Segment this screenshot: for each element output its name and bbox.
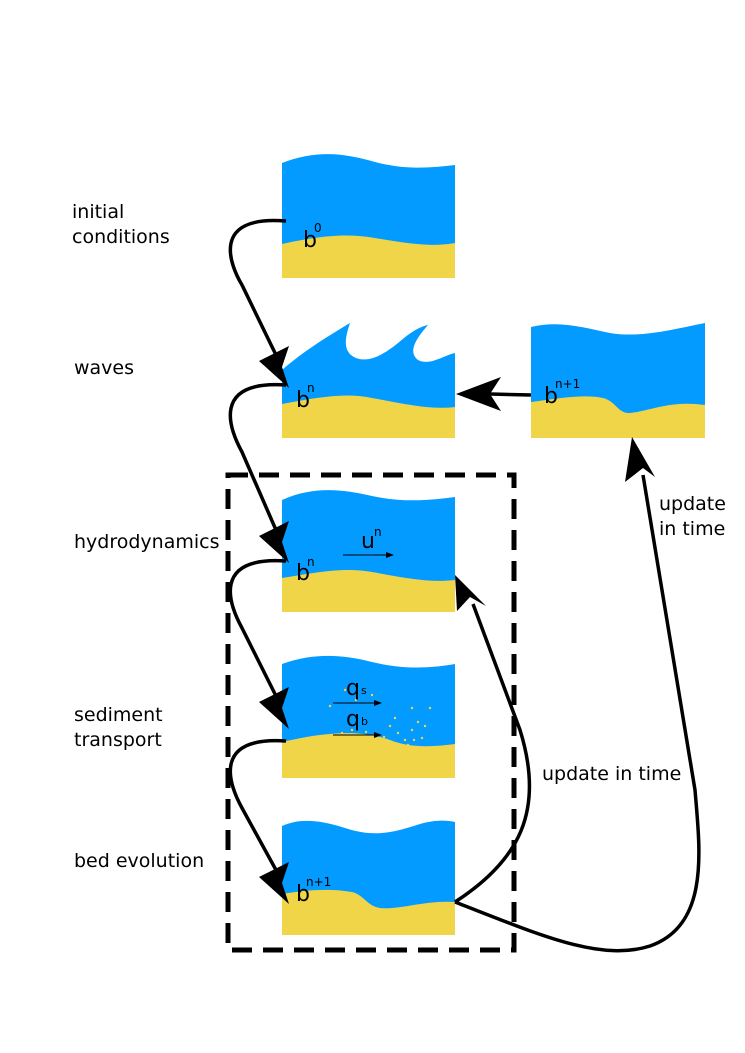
sand-bed [282,235,455,278]
label-waves: waves [74,357,134,379]
panel-hydrodynamics: b n u n [282,490,455,612]
flow-arrowhead-next-to-waves [456,377,501,411]
flow-arrowhead-sediment-to-bed [259,862,289,904]
sand-bed [282,395,455,438]
sediment-grain [412,738,416,742]
sediment-grain [384,740,388,744]
bed-load-symbol: q [346,707,360,732]
flow-arrowhead-update-inner [455,575,486,611]
panel-waves: b n [282,323,455,438]
sand-bed [282,569,455,612]
flow-arrow-sediment-to-bed [228,739,287,871]
panel-initial-conditions: b 0 [282,154,455,278]
sediment-grain [406,743,410,747]
label-update-in-time-inner: update in time [542,763,681,785]
sediment-grain [354,698,358,702]
bed-symbol: b [303,228,317,253]
velocity-superscript-n: n [374,525,382,539]
sand-bed [282,733,455,778]
sediment-grain [340,731,344,735]
flow-arrowhead-initial-to-waves [259,346,289,388]
panel-bed-evolution: b n+1 [282,820,455,935]
label-initial-conditions-line1: initial [72,201,124,223]
sand-bed [531,396,705,438]
sediment-grain [388,724,392,728]
label-bed-evolution: bed evolution [74,850,204,872]
sediment-grain [423,724,427,728]
sediment-grain [364,730,368,734]
velocity-symbol: u [361,529,375,554]
label-initial-conditions-line2: conditions [72,226,170,248]
morphodynamic-loop-box [225,472,517,953]
bed-superscript-0: 0 [314,221,322,235]
suspended-load-subscript: s [361,684,367,697]
sediment-grain [428,706,432,710]
sediment-grain [403,738,407,742]
sediment-grain [382,735,386,739]
flow-arrowhead-hydro-to-sediment [259,687,289,729]
sediment-grain [376,736,380,740]
label-update-in-time-outer-line2: in time [659,518,725,540]
sediment-grain [414,745,418,749]
bed-superscript-n1: n+1 [306,875,331,889]
flow-arrows [228,218,701,953]
label-update-in-time-outer-line1: update [659,493,726,515]
label-hydrodynamics: hydrodynamics [74,531,220,553]
flow-arrow-next-to-waves [489,392,532,397]
sediment-grain [410,728,414,732]
sediment-grain [328,704,332,708]
bed-superscript-n: n [307,381,315,395]
sediment-grain [393,743,397,747]
bed-superscript-n: n [307,555,315,569]
sediment-grain [370,693,374,697]
sediment-grain [416,720,420,724]
flow-arrow-hydro-to-sediment [228,559,287,697]
flow-arrowhead-waves-to-hydro [259,521,289,563]
velocity-arrow-head [386,552,394,558]
sediment-grain [393,716,397,720]
sediment-grain [396,731,400,735]
suspended-load-arrow-head [374,700,382,706]
sediment-grain [350,728,354,732]
suspended-grains [320,688,432,749]
bed-symbol: b [544,384,558,409]
flow-arrow-initial-to-waves [228,218,287,356]
sediment-grain [410,706,414,710]
flow-arrow-waves-to-hydro [228,383,287,531]
panel-sediment-transport: q s q b [282,655,455,778]
sediment-grain [420,736,424,740]
bed-load-subscript: b [361,715,368,728]
sediment-grain [320,737,324,741]
bed-symbol: b [296,561,310,586]
label-sediment-transport-line2: transport [74,729,162,751]
bed-symbol: b [296,882,310,907]
bed-load-arrow-head [374,732,382,738]
sediment-grain [325,735,329,739]
flow-arrow-update-outer [454,474,701,953]
sediment-grain [371,739,375,743]
bed-superscript-n1: n+1 [555,377,580,391]
label-sediment-transport-line1: sediment [74,704,163,726]
sand-bed [282,889,455,935]
sediment-grain [343,688,347,692]
flow-arrow-update-inner [454,603,532,904]
panel-next-bed: b n+1 [531,323,705,438]
flow-arrowhead-update-outer [625,437,655,482]
bed-symbol: b [296,388,310,413]
suspended-load-symbol: q [346,676,360,701]
